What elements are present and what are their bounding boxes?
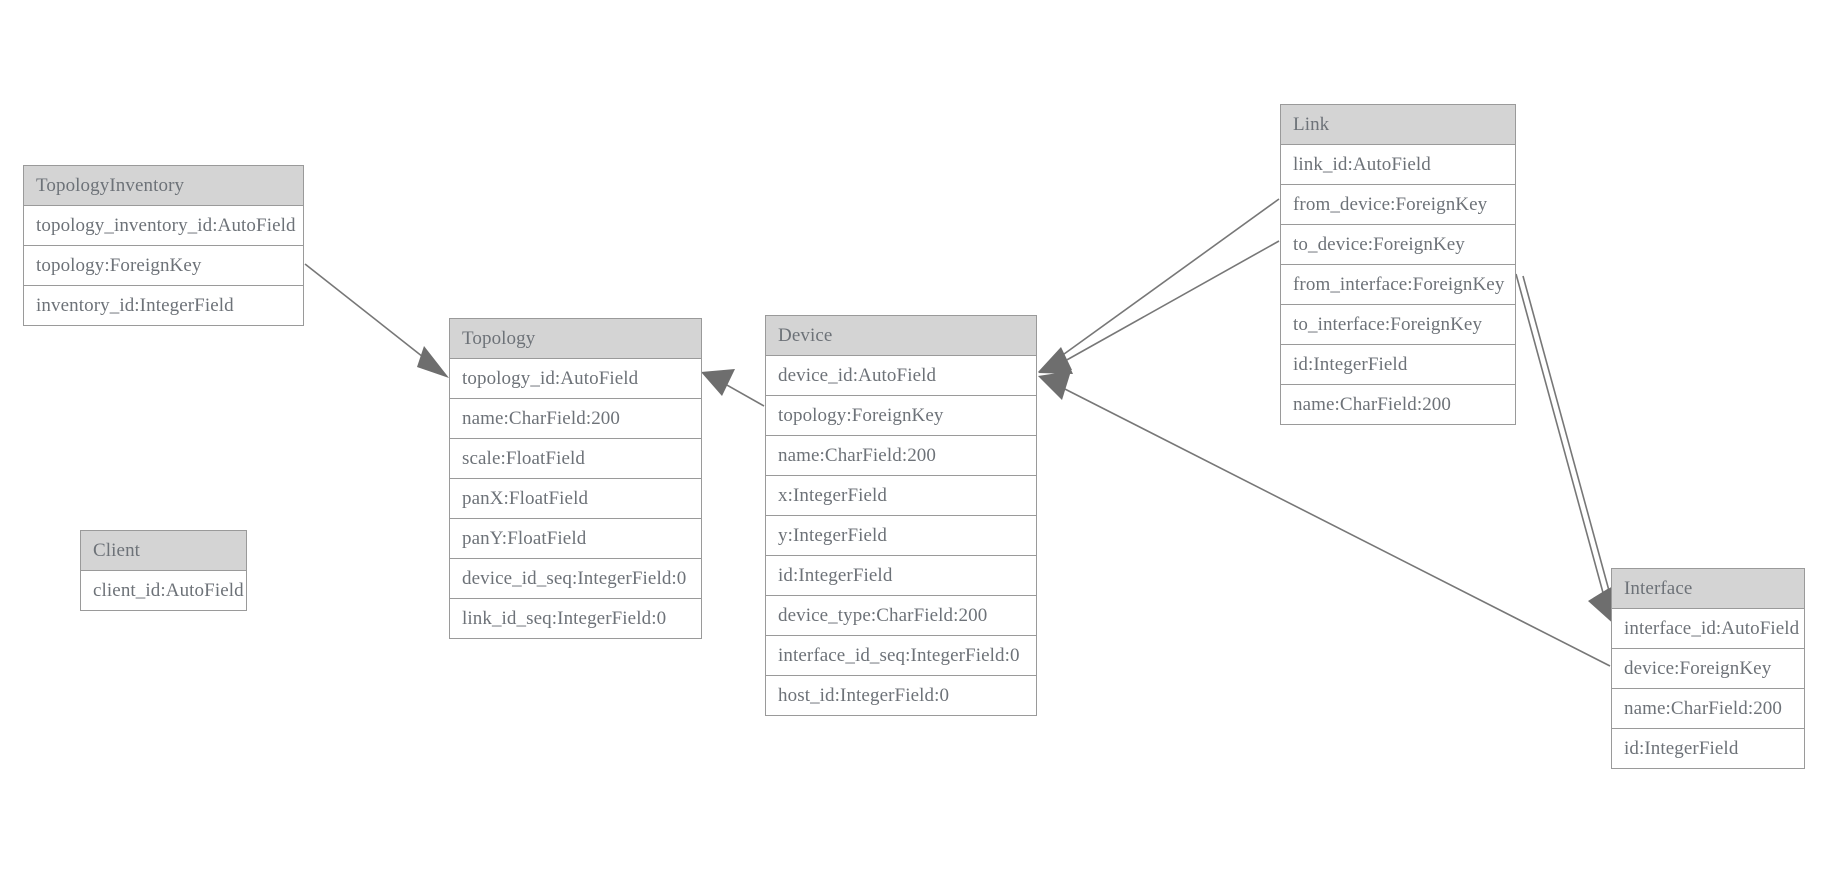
edge-topologyinventory-to-topology [304,263,449,378]
field-row: inventory_id:IntegerField [24,285,303,325]
field-row: x:IntegerField [766,475,1036,515]
edge-link-frominterface-to-interface [1515,273,1617,627]
field-row: device_id:AutoField [766,356,1036,395]
field-row: topology_id:AutoField [450,359,701,398]
field-row: interface_id_seq:IntegerField:0 [766,635,1036,675]
entity-fields-topology: topology_id:AutoField name:CharField:200… [450,359,701,638]
edge-device-to-topology [701,369,765,407]
entity-device[interactable]: Device device_id:AutoField topology:Fore… [765,315,1037,716]
field-row: name:CharField:200 [766,435,1036,475]
entity-fields-topology-inventory: topology_inventory_id:AutoField topology… [24,206,303,325]
edge-link-todevice-to-device [1038,240,1280,374]
field-row: id:IntegerField [1612,728,1804,768]
field-row: name:CharField:200 [1612,688,1804,728]
field-row: y:IntegerField [766,515,1036,555]
field-row: device_type:CharField:200 [766,595,1036,635]
entity-client[interactable]: Client client_id:AutoField [80,530,247,611]
entity-link[interactable]: Link link_id:AutoField from_device:Forei… [1280,104,1516,425]
field-row: topology:ForeignKey [24,245,303,285]
edge-link-fromdevice-to-device [1038,198,1280,372]
field-row: host_id:IntegerField:0 [766,675,1036,715]
field-row: id:IntegerField [1281,344,1515,384]
entity-title-interface: Interface [1612,569,1804,609]
field-row: client_id:AutoField [81,571,246,610]
entity-fields-interface: interface_id:AutoField device:ForeignKey… [1612,609,1804,768]
field-row: interface_id:AutoField [1612,609,1804,648]
field-row: to_device:ForeignKey [1281,224,1515,264]
field-row: topology_inventory_id:AutoField [24,206,303,245]
field-row: id:IntegerField [766,555,1036,595]
field-row: name:CharField:200 [450,398,701,438]
entity-interface[interactable]: Interface interface_id:AutoField device:… [1611,568,1805,769]
field-row: device_id_seq:IntegerField:0 [450,558,701,598]
entity-topology-inventory[interactable]: TopologyInventory topology_inventory_id:… [23,165,304,326]
entity-title-topology: Topology [450,319,701,359]
field-row: scale:FloatField [450,438,701,478]
field-row: link_id:AutoField [1281,145,1515,184]
field-row: panY:FloatField [450,518,701,558]
field-row: name:CharField:200 [1281,384,1515,424]
field-row: to_interface:ForeignKey [1281,304,1515,344]
entity-fields-device: device_id:AutoField topology:ForeignKey … [766,356,1036,715]
field-row: from_device:ForeignKey [1281,184,1515,224]
entity-title-client: Client [81,531,246,571]
field-row: device:ForeignKey [1612,648,1804,688]
field-row: panX:FloatField [450,478,701,518]
entity-topology[interactable]: Topology topology_id:AutoField name:Char… [449,318,702,639]
entity-title-topology-inventory: TopologyInventory [24,166,303,206]
field-row: topology:ForeignKey [766,395,1036,435]
entity-fields-link: link_id:AutoField from_device:ForeignKey… [1281,145,1515,424]
entity-title-link: Link [1281,105,1515,145]
field-row: link_id_seq:IntegerField:0 [450,598,701,638]
entity-fields-client: client_id:AutoField [81,571,246,610]
edge-link-tointerface-to-interface [1522,275,1620,624]
field-row: from_interface:ForeignKey [1281,264,1515,304]
entity-title-device: Device [766,316,1036,356]
